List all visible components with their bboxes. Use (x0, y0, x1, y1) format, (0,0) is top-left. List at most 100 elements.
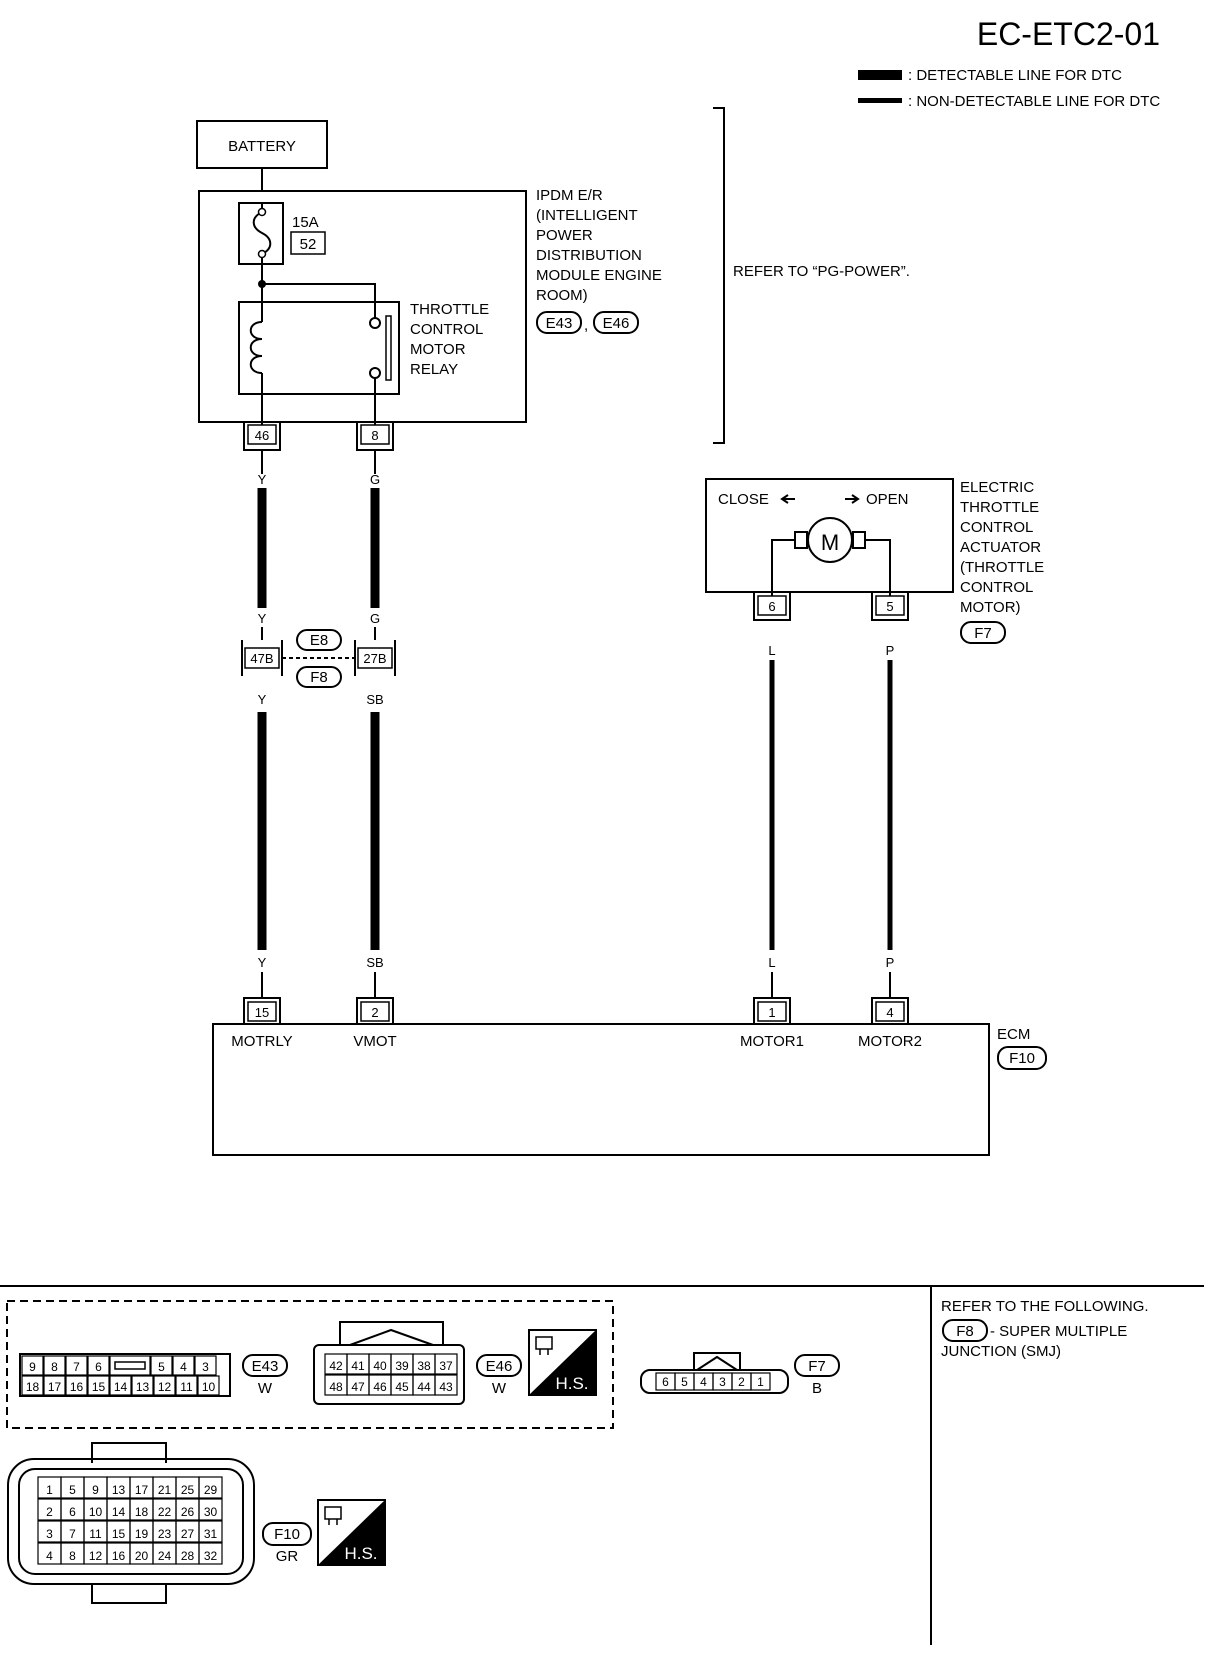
f10-pin-32-label: 32 (204, 1549, 218, 1563)
refer-bracket (713, 107, 725, 444)
joint-pin-47b: 47B (241, 640, 283, 676)
legend-non-detectable: : NON-DETECTABLE LINE FOR DTC (908, 93, 1160, 110)
relay-switch-blade-icon (385, 315, 392, 381)
actuator-name-3: CONTROL (960, 519, 1033, 536)
e46-badge (476, 1354, 522, 1377)
e46-pin-47-label: 47 (351, 1380, 365, 1394)
e43-pin-9-cell (21, 1355, 44, 1376)
joint-connector-bottom: F8 (310, 669, 328, 686)
refer-panel-line3: JUNCTION (SMJ) (941, 1343, 1061, 1360)
e43-pin-12-cell (153, 1375, 176, 1396)
relay-label-1: THROTTLE (410, 301, 489, 318)
f10-pin-13-label: 13 (112, 1483, 126, 1497)
fuse-icon (252, 203, 272, 264)
motor-icon (807, 517, 853, 563)
joint-pin-27b: 27B (354, 640, 396, 676)
f7-color: B (812, 1380, 822, 1397)
e43-pin-5-cell (150, 1355, 173, 1376)
ipdm-name-2: (INTELLIGENT (536, 207, 638, 224)
f10-pin-1-label: 1 (46, 1483, 53, 1497)
battery-label: BATTERY (228, 138, 296, 155)
close-arrow-icon (780, 494, 795, 504)
e43-pin-6-label: 6 (95, 1360, 102, 1374)
motor-brush-right (852, 531, 866, 549)
e43-pin-7-cell (65, 1355, 88, 1376)
e43-pin-17-cell (43, 1375, 66, 1396)
connector-pin-8: 8 (356, 422, 394, 451)
wire-color-right-mid-bottom: SB (366, 692, 383, 707)
f10-pin-12-label: 12 (89, 1549, 103, 1563)
actuator-name-1: ELECTRIC (960, 479, 1034, 496)
ipdm-connector-sep: , (584, 317, 588, 334)
actuator-connector-badge (960, 621, 1006, 644)
wire-color-right-bottom: SB (366, 955, 383, 970)
e46-pin-43-label: 43 (439, 1380, 453, 1394)
wire-color-left-bottom: Y (258, 955, 267, 970)
legend-thick-line-icon (858, 70, 902, 80)
actuator-name-7: MOTOR) (960, 599, 1021, 616)
joint-connector-badge-bottom (296, 666, 342, 688)
diagram-code: EC-ETC2-01 (977, 16, 1160, 52)
refer-panel-badge (942, 1319, 988, 1342)
motor-lead-right (865, 539, 891, 596)
e43-pin-10-cell (197, 1375, 220, 1396)
wire-color-motor2-bottom: P (886, 955, 895, 970)
ecm-pin-4: 4 (871, 997, 909, 1024)
f7-pin-6-label: 6 (662, 1375, 669, 1389)
f10-pin-8-label: 8 (69, 1549, 76, 1563)
dashed-connector-group (6, 1300, 614, 1429)
e46-id: E46 (486, 1358, 513, 1375)
e43-pin-10-label: 10 (202, 1380, 216, 1394)
e46-pin-40-label: 40 (373, 1359, 387, 1373)
f10-pin-23-label: 23 (158, 1527, 172, 1541)
e43-pin-16-cell (65, 1375, 88, 1396)
e43-pin-5-label: 5 (158, 1360, 165, 1374)
svg-text:15: 15 (255, 1005, 269, 1020)
svg-text:47B: 47B (250, 651, 273, 666)
svg-text:5: 5 (886, 599, 893, 614)
e46-pin-39-label: 39 (395, 1359, 409, 1373)
e43-color: W (258, 1380, 273, 1397)
actuator-pin-6: 6 (753, 592, 791, 621)
joint-connector-top: E8 (310, 632, 328, 649)
ipdm-connector-badge-a (536, 311, 582, 334)
f10-pin-11-label: 11 (89, 1527, 102, 1541)
f10-pin-31-label: 31 (204, 1527, 218, 1541)
f10-pin-18-label: 18 (135, 1505, 149, 1519)
ecm-pin-1: 1 (753, 997, 791, 1024)
f10-color: GR (276, 1548, 299, 1565)
f10-pin-28-label: 28 (181, 1549, 195, 1563)
e46-pin-41-label: 41 (351, 1359, 365, 1373)
f10-pin-22-label: 22 (158, 1505, 172, 1519)
ipdm-box (198, 190, 527, 423)
actuator-name-4: ACTUATOR (960, 539, 1041, 556)
svg-text:4: 4 (886, 1005, 893, 1020)
actuator-connector: F7 (974, 625, 992, 642)
f10-pin-32-cell (198, 1542, 223, 1565)
e46-color: W (492, 1380, 507, 1397)
f7-pin-4-label: 4 (700, 1375, 707, 1389)
ipdm-connector-badge-b (593, 311, 639, 334)
connector-pin-46: 46 (243, 422, 281, 451)
f7-id: F7 (808, 1358, 826, 1375)
f10-pin-4-label: 4 (46, 1549, 53, 1563)
f10-pin-19-label: 19 (135, 1527, 149, 1541)
ipdm-name-3: POWER (536, 227, 593, 244)
ecm-pin-2: 2 (356, 997, 394, 1024)
svg-text:8: 8 (371, 428, 378, 443)
f10-pin-30-cell (198, 1498, 223, 1521)
e43-pin-4-label: 4 (180, 1360, 187, 1374)
refer-panel-line1: REFER TO THE FOLLOWING. (941, 1298, 1149, 1315)
legend-thin-line-icon (858, 98, 902, 103)
svg-text:46: 46 (255, 428, 269, 443)
f10-badge (262, 1522, 312, 1546)
svg-text:6: 6 (768, 599, 775, 614)
wire-color-right-mid-top: G (370, 611, 380, 626)
e46-pin-45-label: 45 (395, 1380, 409, 1394)
wire-color-motor1-bottom: L (768, 955, 775, 970)
relay-label-3: MOTOR (410, 341, 466, 358)
e43-id: E43 (252, 1358, 279, 1375)
